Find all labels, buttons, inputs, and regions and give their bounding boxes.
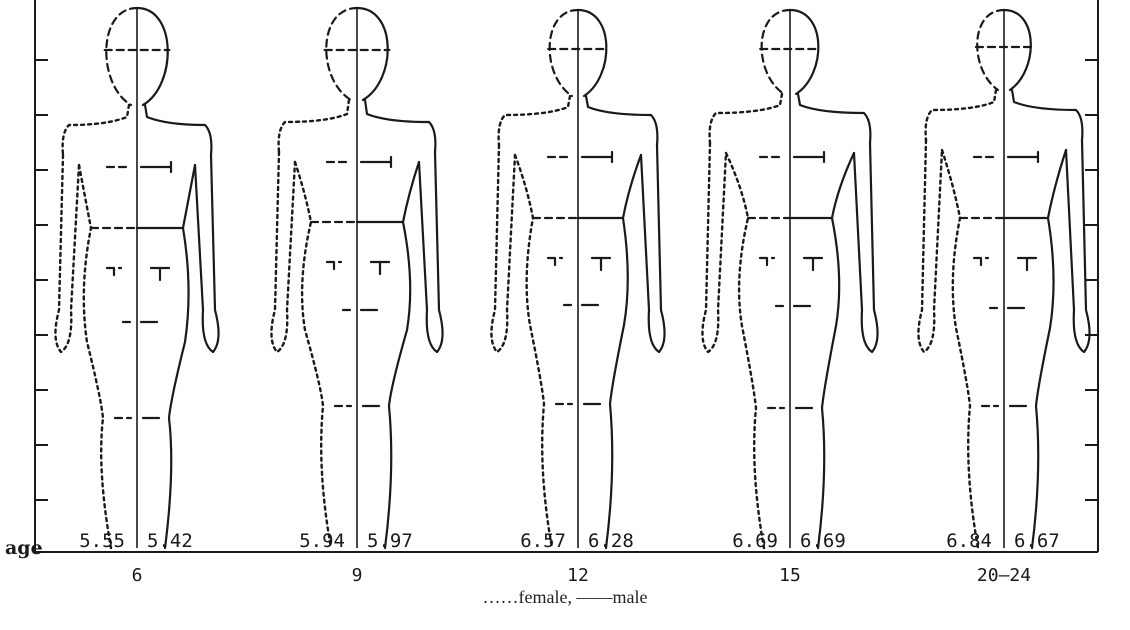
male-ratio-label: 5.97 — [367, 530, 413, 552]
head-male-outline — [137, 8, 168, 105]
arm-female — [271, 152, 295, 352]
female-ratio-label: 5.94 — [299, 530, 345, 552]
figure-group — [271, 8, 442, 548]
arm-female — [491, 145, 515, 352]
figure-group — [702, 10, 877, 548]
female-ratio-label: 6.57 — [520, 530, 566, 552]
figure-group — [491, 10, 664, 548]
age-axis-label: age — [5, 537, 43, 559]
arm-male — [419, 152, 443, 352]
hip-marker-female — [974, 258, 988, 270]
shoulder-male — [798, 94, 870, 143]
hip-marker-female — [327, 262, 341, 274]
hip-marker-male — [151, 268, 169, 280]
shoulder-male — [586, 96, 657, 145]
head-female-outline — [106, 8, 137, 105]
age-value-label: 9 — [352, 565, 363, 586]
male-ratio-label: 6.69 — [800, 530, 846, 552]
male-ratio-label: 5.42 — [147, 530, 193, 552]
figures-layer — [55, 8, 1089, 548]
figure-group — [918, 10, 1089, 548]
body-female-outline — [515, 155, 552, 548]
arm-male — [854, 143, 878, 352]
frame — [35, 0, 1098, 552]
shoulder-male — [145, 105, 211, 155]
body-male-outline — [165, 165, 195, 548]
arm-male — [641, 145, 665, 352]
male-ratio-label: 6.28 — [588, 530, 634, 552]
hip-marker-male — [371, 262, 389, 274]
shoulder-female — [279, 100, 349, 152]
female-ratio-label: 5.55 — [79, 530, 125, 552]
shoulder-female — [499, 96, 570, 145]
shoulder-male — [365, 100, 435, 152]
arm-male — [1066, 140, 1090, 352]
head-male-outline — [1004, 10, 1031, 90]
head-male-outline — [790, 10, 818, 94]
body-female-outline — [79, 165, 111, 548]
head-male-outline — [578, 10, 606, 96]
age-value-label: 6 — [132, 565, 143, 586]
hip-marker-female — [760, 258, 774, 270]
hip-marker-female — [107, 268, 121, 280]
arm-male — [195, 155, 219, 352]
body-female-outline — [295, 162, 331, 548]
body-male-outline — [606, 155, 641, 548]
body-male-outline — [1032, 150, 1066, 548]
legend: ……female, ——male — [0, 587, 1130, 608]
male-ratio-label: 6.67 — [1014, 530, 1060, 552]
head-female-outline — [762, 10, 790, 94]
figure-group — [55, 8, 218, 548]
hip-marker-female — [548, 258, 562, 270]
female-ratio-label: 6.84 — [946, 530, 992, 552]
head-female-outline — [326, 8, 357, 100]
hip-marker-male — [592, 258, 610, 270]
body-female-outline — [942, 150, 978, 548]
age-value-label: 12 — [567, 565, 589, 586]
hip-marker-male — [1018, 258, 1036, 270]
arm-female — [702, 143, 726, 352]
shoulder-female — [926, 90, 996, 140]
age-value-label: 20–24 — [977, 565, 1031, 586]
body-female-outline — [726, 153, 764, 548]
body-male-outline — [818, 153, 854, 548]
head-female-outline — [977, 10, 1004, 90]
head-male-outline — [357, 8, 388, 100]
shoulder-female — [710, 94, 782, 143]
body-male-outline — [385, 162, 419, 548]
age-labels: 6 9 12 15 20–24 — [132, 565, 1032, 586]
shoulder-male — [1012, 90, 1082, 140]
arm-female — [55, 155, 79, 352]
arm-female — [918, 140, 942, 352]
head-female-outline — [550, 10, 578, 96]
female-ratio-label: 6.69 — [732, 530, 778, 552]
hip-marker-male — [804, 258, 822, 270]
height-scale-ticks — [35, 60, 1098, 500]
shoulder-female — [63, 105, 129, 155]
ratio-labels: 5.55 5.42 5.94 5.97 6.57 6.28 6.69 6.69 6.84 6.67 — [79, 530, 1060, 552]
age-value-label: 15 — [779, 565, 801, 586]
